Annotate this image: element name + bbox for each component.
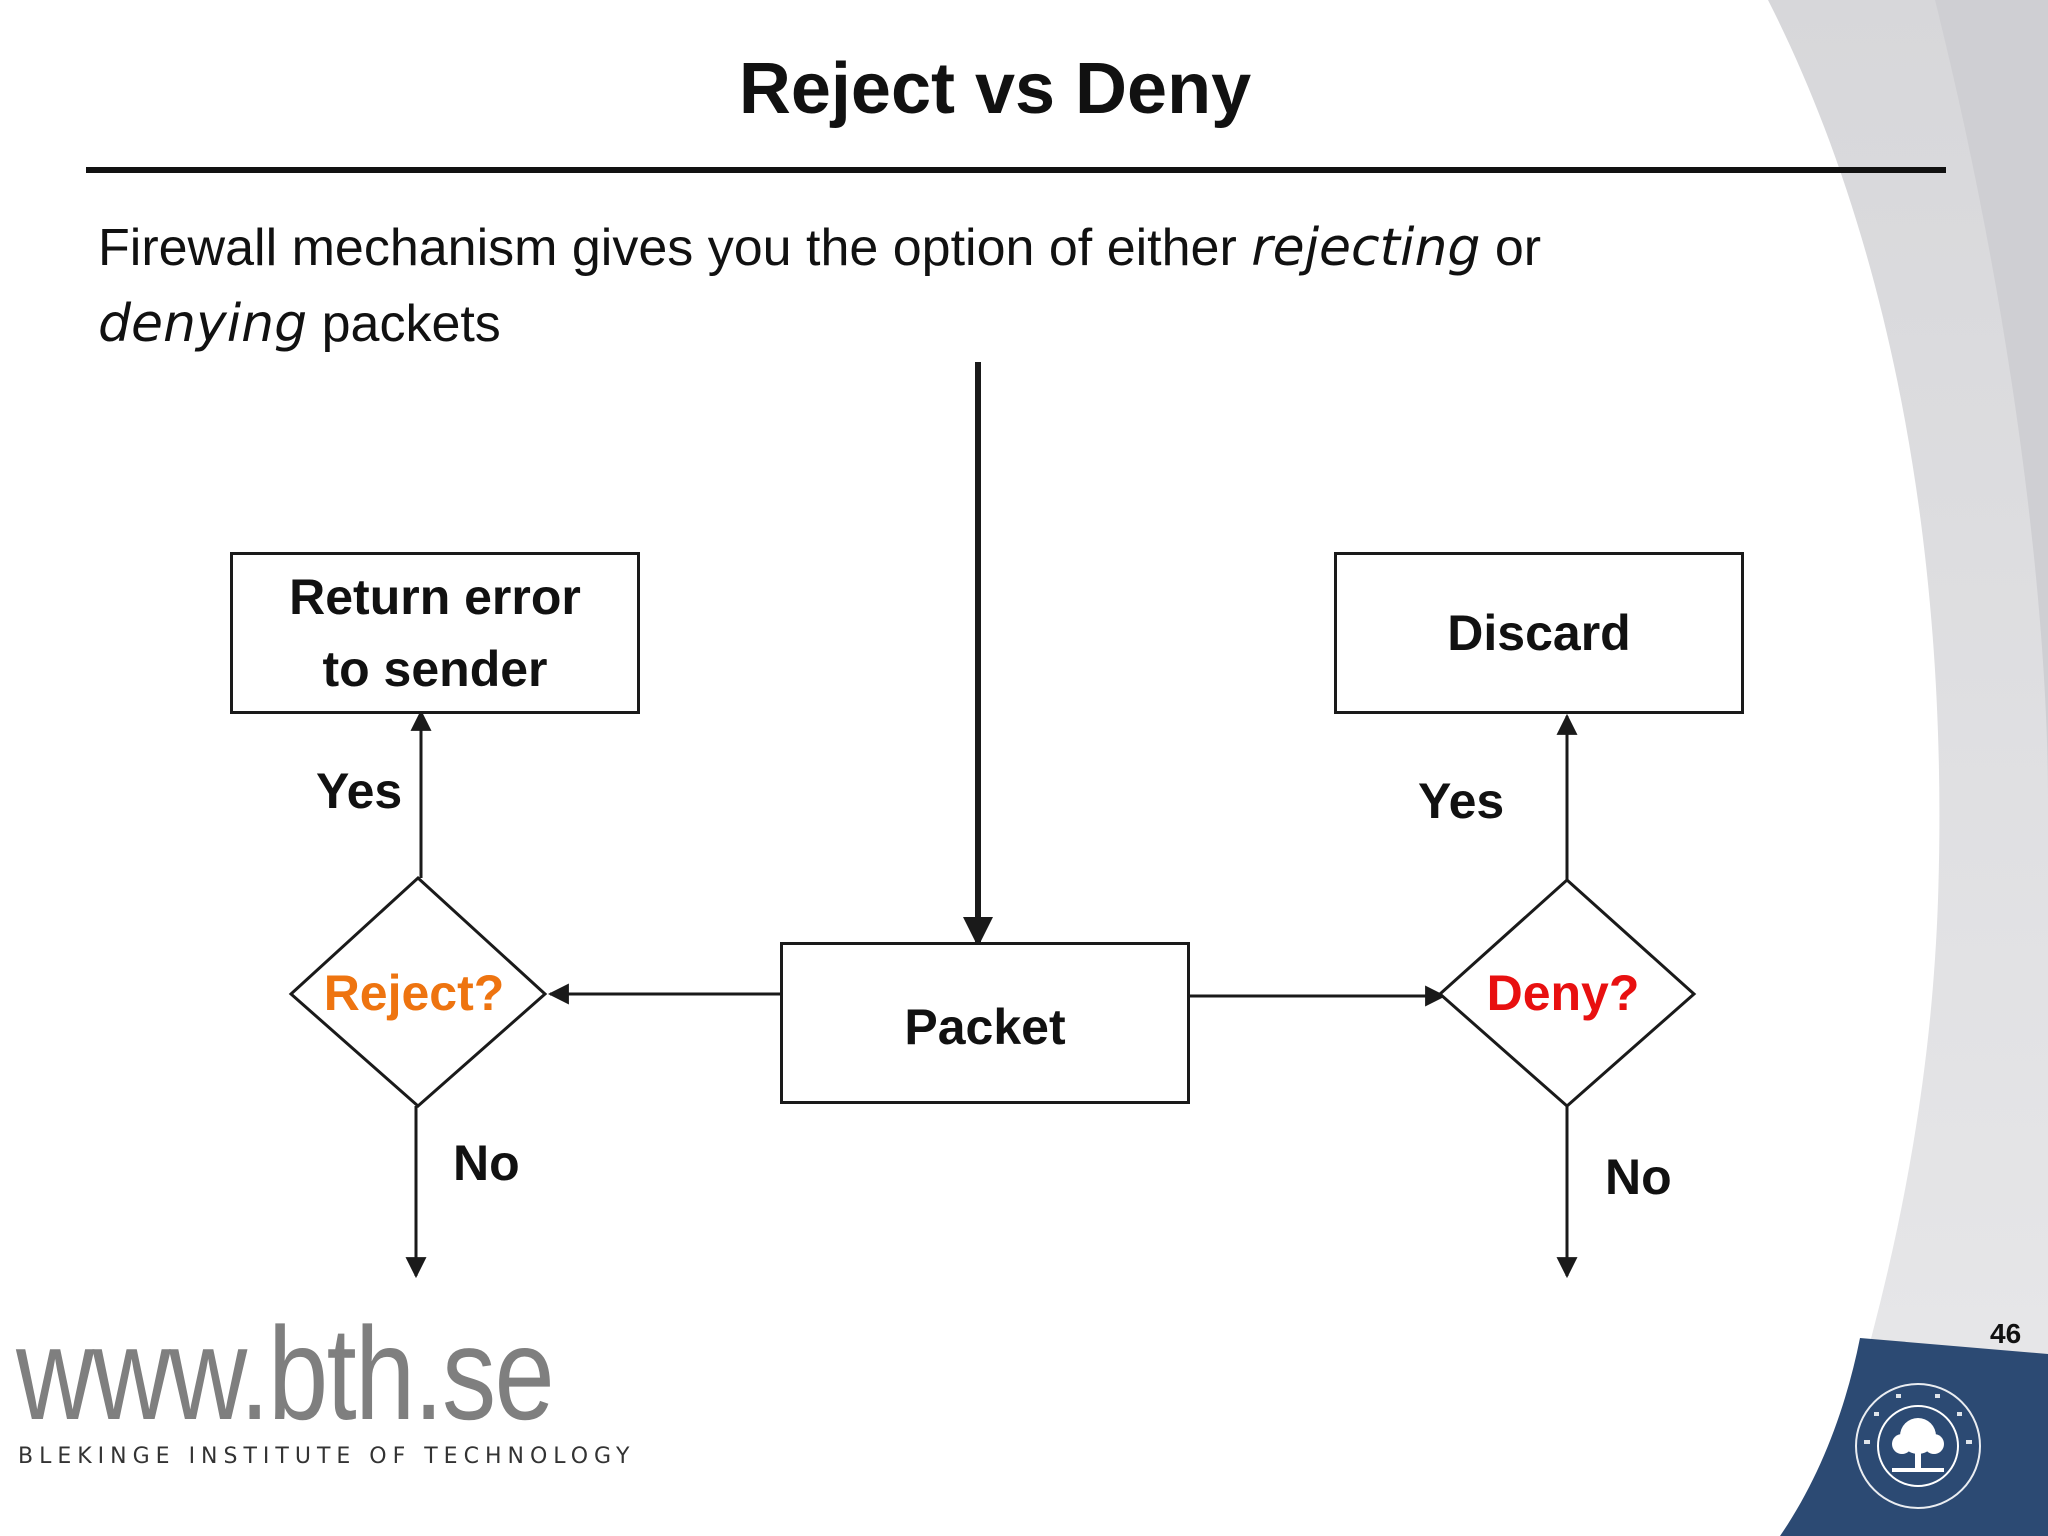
footer-url: www.bth.se [16,1300,555,1447]
bth-logo-panel [1780,1338,2048,1536]
return-error-line1: Return error [289,569,581,625]
bth-seal-icon [1855,1383,1981,1509]
deny-yes-label: Yes [1418,773,1505,829]
deny-no-label: No [1605,1149,1672,1205]
intro-text: Firewall mechanism gives you the option … [98,210,1738,362]
packet-label: Packet [904,999,1066,1055]
intro-emphasis-denying: denying [98,294,308,354]
slide-title: Reject vs Deny [738,49,1252,129]
reject-decision-diamond [288,875,548,1108]
reject-question: Reject? [323,965,505,1021]
packet-box: Packet [780,942,1190,1104]
reject-no-label: No [453,1135,520,1191]
discard-label: Discard [1447,605,1631,661]
return-error-line2: to sender [322,641,548,697]
deny-decision-diamond [1437,877,1697,1108]
intro-part2: or [1480,219,1542,277]
reject-yes-label: Yes [316,763,403,819]
intro-part3: packets [307,295,501,353]
footer-institute-name: BLEKINGE INSTITUTE OF TECHNOLOGY [18,1444,636,1469]
page-number: 46 [1990,1318,2022,1349]
title-underline [86,167,1946,173]
return-error-box: Return error to sender [230,552,640,714]
deny-question: Deny? [1486,965,1640,1021]
intro-emphasis-rejecting: rejecting [1251,218,1481,278]
discard-box: Discard [1334,552,1744,714]
intro-part1: Firewall mechanism gives you the option … [98,219,1252,277]
